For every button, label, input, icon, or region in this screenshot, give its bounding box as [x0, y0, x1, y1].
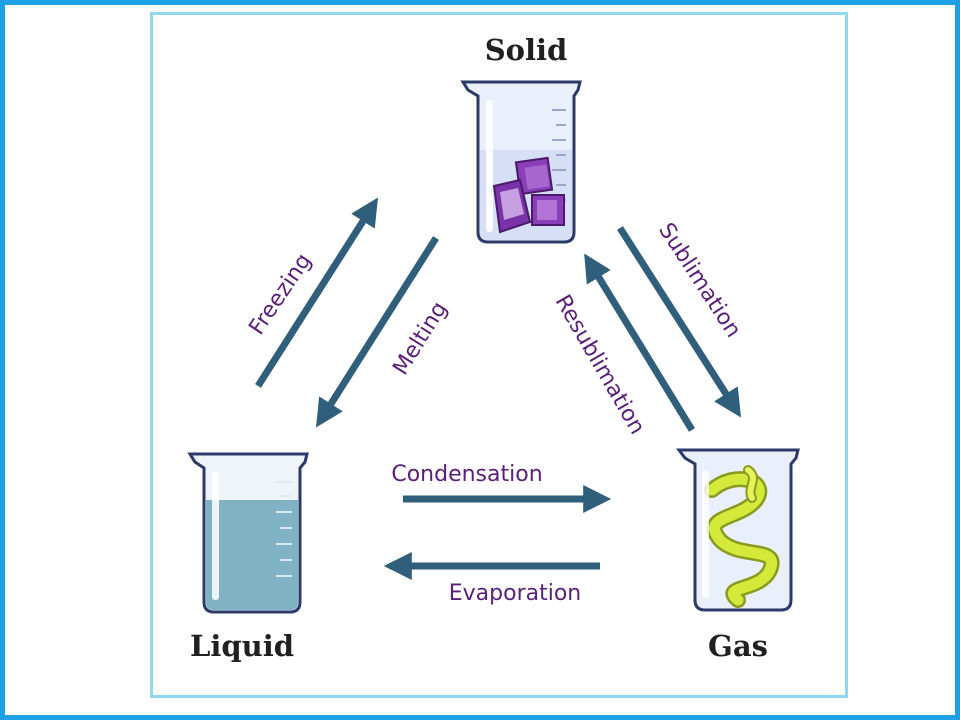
- resublimation-label: Resublimation: [550, 291, 650, 439]
- melting-arrow: [316, 236, 439, 428]
- gas-beaker: [676, 448, 800, 612]
- sublimation-label: Sublimation: [653, 219, 745, 343]
- freezing-label: Freezing: [244, 249, 316, 339]
- ice-cubes: [492, 156, 565, 234]
- gas-swirl: [704, 465, 780, 608]
- melting-label: Melting: [388, 297, 452, 379]
- resublimation-arrow: [584, 253, 695, 432]
- solid-beaker: [460, 80, 582, 244]
- arrows: [255, 197, 742, 580]
- gas-label: Gas: [708, 629, 768, 663]
- inner-border: [150, 12, 848, 698]
- evaporation-label: Evaporation: [449, 581, 582, 606]
- freezing-arrow: [255, 197, 379, 388]
- liquid-beaker: [187, 452, 309, 614]
- solid-label: Solid: [485, 33, 568, 67]
- condensation-label: Condensation: [391, 462, 542, 487]
- sublimation-arrow: [617, 226, 742, 418]
- water-fill: [206, 500, 298, 610]
- liquid-label: Liquid: [190, 629, 294, 663]
